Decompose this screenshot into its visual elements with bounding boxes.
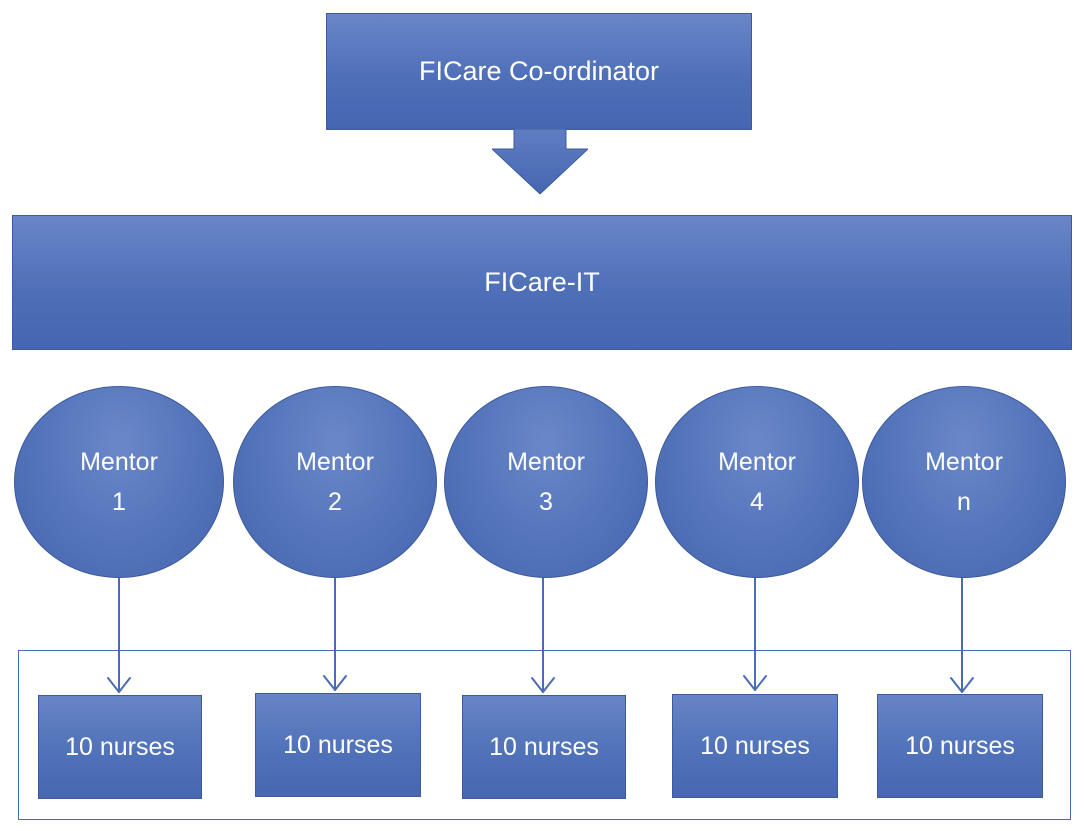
down-arrow-icon: [492, 129, 588, 195]
ficare-it-box: FICare-IT: [12, 215, 1072, 350]
nurse-group-label: 10 nurses: [905, 731, 1015, 760]
mentor-circle-5: Mentor n: [862, 386, 1066, 578]
mentor-number: 1: [112, 488, 126, 516]
mentor-circle-2: Mentor 2: [233, 386, 437, 578]
mentor-label: Mentor: [718, 448, 796, 476]
nurse-group-label: 10 nurses: [700, 731, 810, 760]
nurse-group-2: 10 nurses: [255, 693, 421, 797]
mentor-circle-1: Mentor 1: [14, 386, 224, 578]
connector-arrow-3: [531, 576, 555, 693]
mentor-number: 2: [328, 488, 342, 516]
mentor-label: Mentor: [925, 448, 1003, 476]
coordinator-label: FICare Co-ordinator: [418, 56, 660, 86]
mentor-label: Mentor: [80, 448, 158, 476]
mentor-circle-3: Mentor 3: [444, 386, 648, 578]
nurse-groups-frame: [18, 650, 1071, 820]
coordinator-box: FICare Co-ordinator: [326, 13, 752, 130]
mentor-number: 4: [750, 488, 764, 516]
nurse-group-label: 10 nurses: [65, 732, 175, 761]
connector-arrow-4: [743, 576, 767, 691]
mentor-number: n: [957, 488, 971, 516]
connector-arrow-2: [323, 576, 347, 691]
mentor-number: 3: [539, 488, 553, 516]
nurse-group-label: 10 nurses: [489, 732, 599, 761]
mentor-label: Mentor: [507, 448, 585, 476]
mentor-circle-4: Mentor 4: [655, 386, 859, 578]
connector-arrow-5: [950, 576, 974, 693]
connector-arrow-1: [107, 576, 131, 693]
nurse-group-label: 10 nurses: [283, 730, 393, 759]
nurse-group-3: 10 nurses: [462, 695, 626, 799]
nurse-group-1: 10 nurses: [38, 695, 202, 799]
nurse-group-4: 10 nurses: [672, 694, 838, 798]
mentor-label: Mentor: [296, 448, 374, 476]
nurse-group-5: 10 nurses: [877, 694, 1043, 798]
ficare-it-label: FICare-IT: [484, 267, 600, 297]
